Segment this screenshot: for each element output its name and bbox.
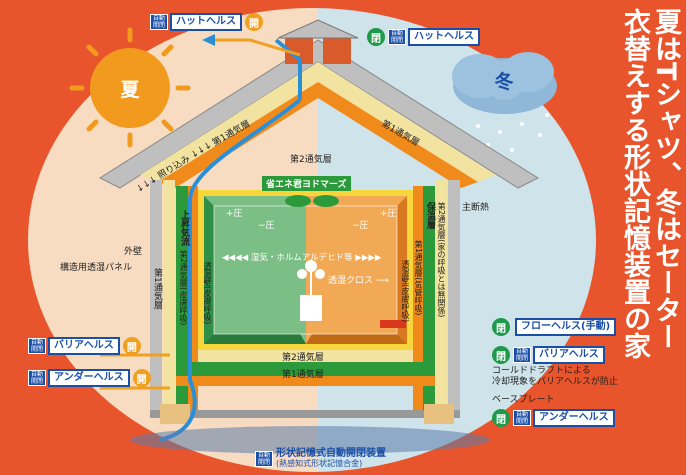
- auto-icon: 自動開閉: [28, 370, 46, 386]
- tag-name: アンダーヘルス: [48, 369, 130, 387]
- footer-text: 形状記憶式自動開閉装置 (熱感知式形状記憶合金): [276, 449, 386, 469]
- closed-state: 閉: [492, 318, 510, 336]
- plus-right-label: +圧: [380, 209, 397, 219]
- cloth-label: 透湿クロス ⟶: [328, 276, 389, 286]
- vent1-bottom-label: 第1通気層: [282, 370, 324, 380]
- tag-name: バリアヘルス: [533, 346, 605, 364]
- cold-draft-label: コールドドラフトによる 冷却現象をバリアヘルスが防止: [492, 366, 618, 387]
- tag-name: フローヘルス(手動): [515, 318, 617, 336]
- closed-state: 閉: [492, 346, 510, 364]
- floor-layers: [150, 350, 460, 424]
- airflow-arrows: [159, 38, 302, 442]
- closed-state: 閉: [367, 28, 385, 46]
- auto-icon: 自動開閉: [28, 338, 46, 354]
- main-insulation-label: 主断熱: [462, 203, 490, 213]
- fan-icon: [285, 195, 339, 207]
- permeable-left-label: 透湿壁(皮膚呼吸): [203, 262, 212, 325]
- footer-line1: 形状記憶式自動開閉装置: [276, 448, 386, 459]
- title-line1: 夏はTシャツ、冬はセーター: [650, 8, 681, 351]
- energy-label: 省エネ君ヨドマーズ: [262, 176, 351, 191]
- auto-icon: 自動開閉: [255, 451, 273, 467]
- roof: [98, 39, 540, 189]
- permeable-right-label: 透湿壁(皮膚呼吸): [401, 260, 410, 323]
- walls: [150, 180, 460, 410]
- tag-name: ハットヘルス: [408, 28, 480, 46]
- footer-device: 自動開閉 形状記憶式自動開閉装置 (熱感知式形状記憶合金): [255, 449, 386, 469]
- vent2-bottom-label: 第2通気層: [282, 353, 324, 363]
- summer-heat-arrows: [100, 38, 301, 390]
- minus-left-label: −圧: [258, 221, 275, 231]
- title-line2: 衣替えする形状記憶装置の家: [619, 8, 650, 359]
- tag-barrier-left: 自動開閉 バリアヘルス 開: [28, 336, 141, 356]
- auto-icon: 自動開閉: [150, 14, 168, 30]
- vent1-wall-right-label: 第1通気層(気管呼吸): [414, 240, 423, 316]
- summer-badge: 夏: [110, 68, 150, 108]
- tag-name: ハットヘルス: [170, 13, 242, 31]
- tag-under-left: 自動開閉 アンダーヘルス 開: [28, 368, 151, 388]
- tag-hat-right: 閉 自動開閉 ハットヘルス: [367, 27, 480, 47]
- auto-icon: 自動開閉: [388, 29, 406, 45]
- minus-right-label: −圧: [352, 221, 369, 231]
- floor-heater: [380, 320, 406, 328]
- vent2-left-label: 第2通気層(皮膚呼吸): [179, 250, 188, 326]
- plant-icon: [297, 260, 325, 321]
- vent2-right-label: 第2通気層(家の呼吸とは無関係): [437, 202, 446, 318]
- base-plate-label: ベースプレート: [492, 395, 555, 405]
- tag-flow-right: 閉 フローヘルス(手動): [492, 317, 617, 337]
- tag-name: バリアヘルス: [48, 337, 120, 355]
- footer-line2: (熱感知式形状記憶合金): [276, 459, 363, 468]
- vent2-top-label: 第2通気層: [290, 155, 332, 165]
- humidity-label: ◀◀◀◀ 湿気・ホルムアルデヒド等 ▶▶▶▶: [222, 253, 382, 263]
- auto-icon: 自動開閉: [513, 410, 531, 426]
- open-state: 開: [122, 337, 141, 355]
- tag-barrier-right: 閉 自動開閉 バリアヘルス: [492, 345, 605, 365]
- outer-wall-label: 外壁: [124, 247, 143, 257]
- membrane-label: 構造用透湿パネル: [60, 263, 133, 273]
- plus-left-label: +圧: [226, 209, 243, 219]
- winter-badge: 冬: [484, 60, 524, 100]
- open-state: 開: [132, 369, 151, 387]
- ground-shadow: [130, 426, 490, 454]
- vent1-wall-left-label: 第1通気層: [152, 268, 162, 310]
- tag-name: アンダーヘルス: [533, 409, 615, 427]
- rising-air-label: 上昇気流: [179, 210, 189, 246]
- exhaust-arrowhead: [202, 34, 215, 46]
- auto-icon: 自動開閉: [513, 347, 531, 363]
- tag-hat-left: 自動開閉 ハットヘルス 開: [150, 12, 263, 32]
- insulation-layer-label: 保温層: [425, 202, 435, 229]
- closed-state: 閉: [492, 409, 510, 427]
- tag-under-right: 閉 自動開閉 アンダーヘルス: [492, 408, 615, 428]
- open-state: 開: [245, 13, 263, 31]
